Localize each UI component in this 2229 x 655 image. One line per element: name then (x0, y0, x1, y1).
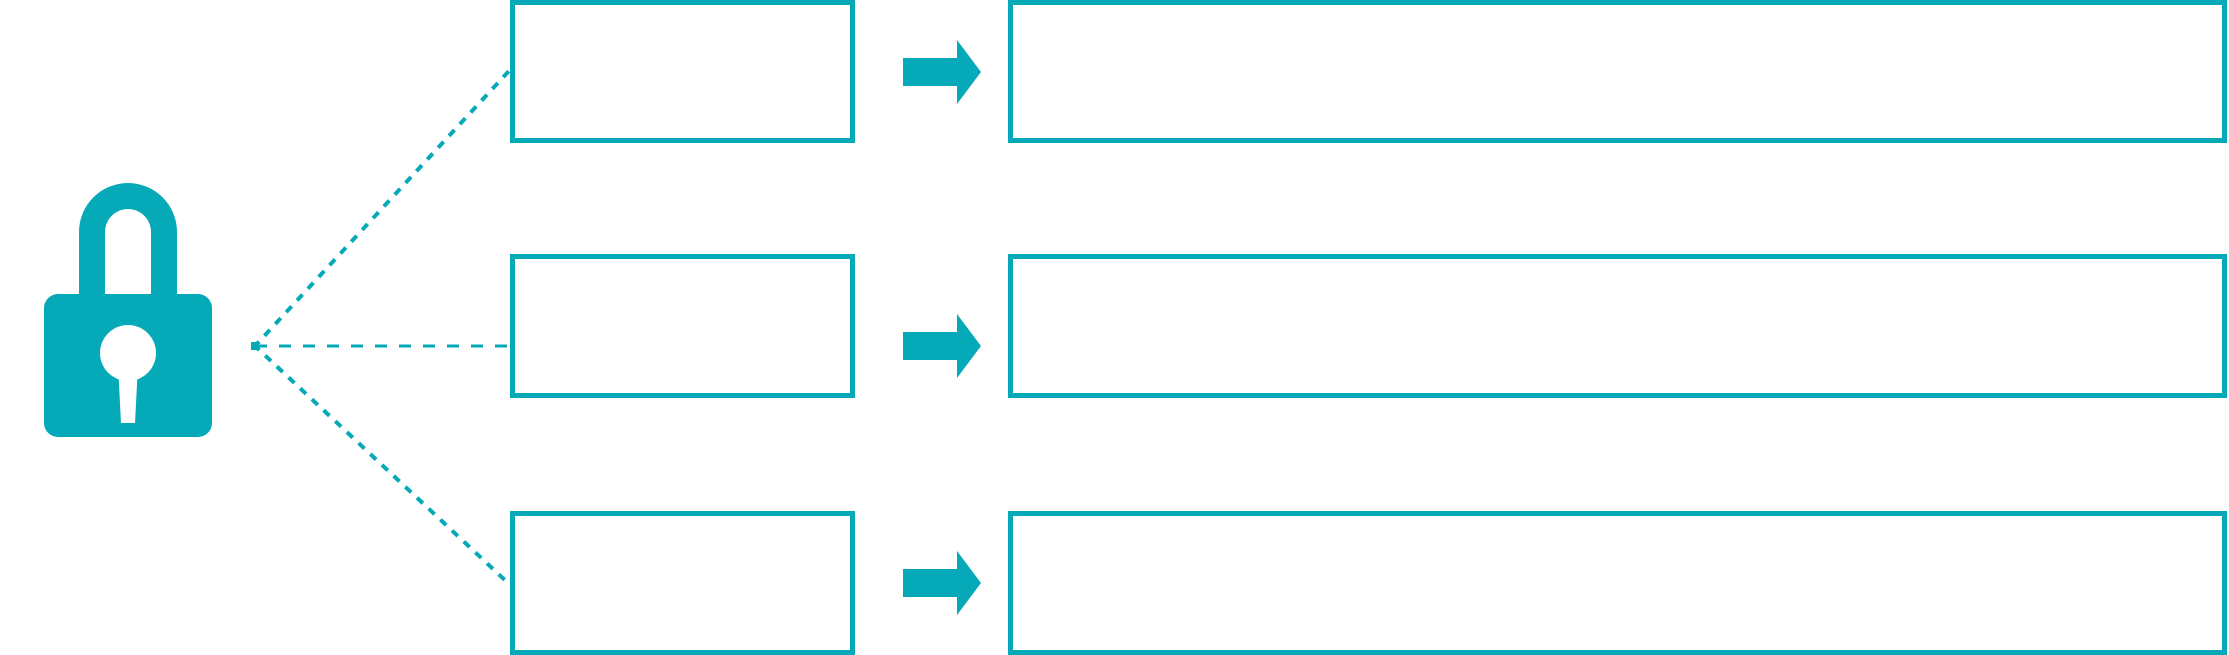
target-box-1[interactable] (1008, 0, 2227, 143)
target-box-3[interactable] (1008, 511, 2227, 655)
padlock-shackle-icon (79, 183, 177, 310)
connector-group (251, 69, 511, 586)
arrow-right-2 (903, 314, 981, 378)
target-box-2[interactable] (1008, 254, 2227, 398)
source-box-1[interactable] (510, 0, 855, 143)
arrow-right-3 (903, 551, 981, 615)
padlock-icon (44, 183, 212, 437)
row-2 (510, 254, 2227, 398)
arrow-right-1 (903, 40, 981, 104)
connector-to-row-1 (252, 69, 511, 349)
connector-to-row-3 (252, 343, 511, 586)
source-box-2[interactable] (510, 254, 855, 398)
source-box-3[interactable] (510, 511, 855, 655)
row-3 (510, 511, 2227, 655)
row-1 (510, 0, 2227, 143)
connector-vertex-dot (251, 342, 259, 350)
padlock-keyhole-icon (100, 325, 156, 423)
